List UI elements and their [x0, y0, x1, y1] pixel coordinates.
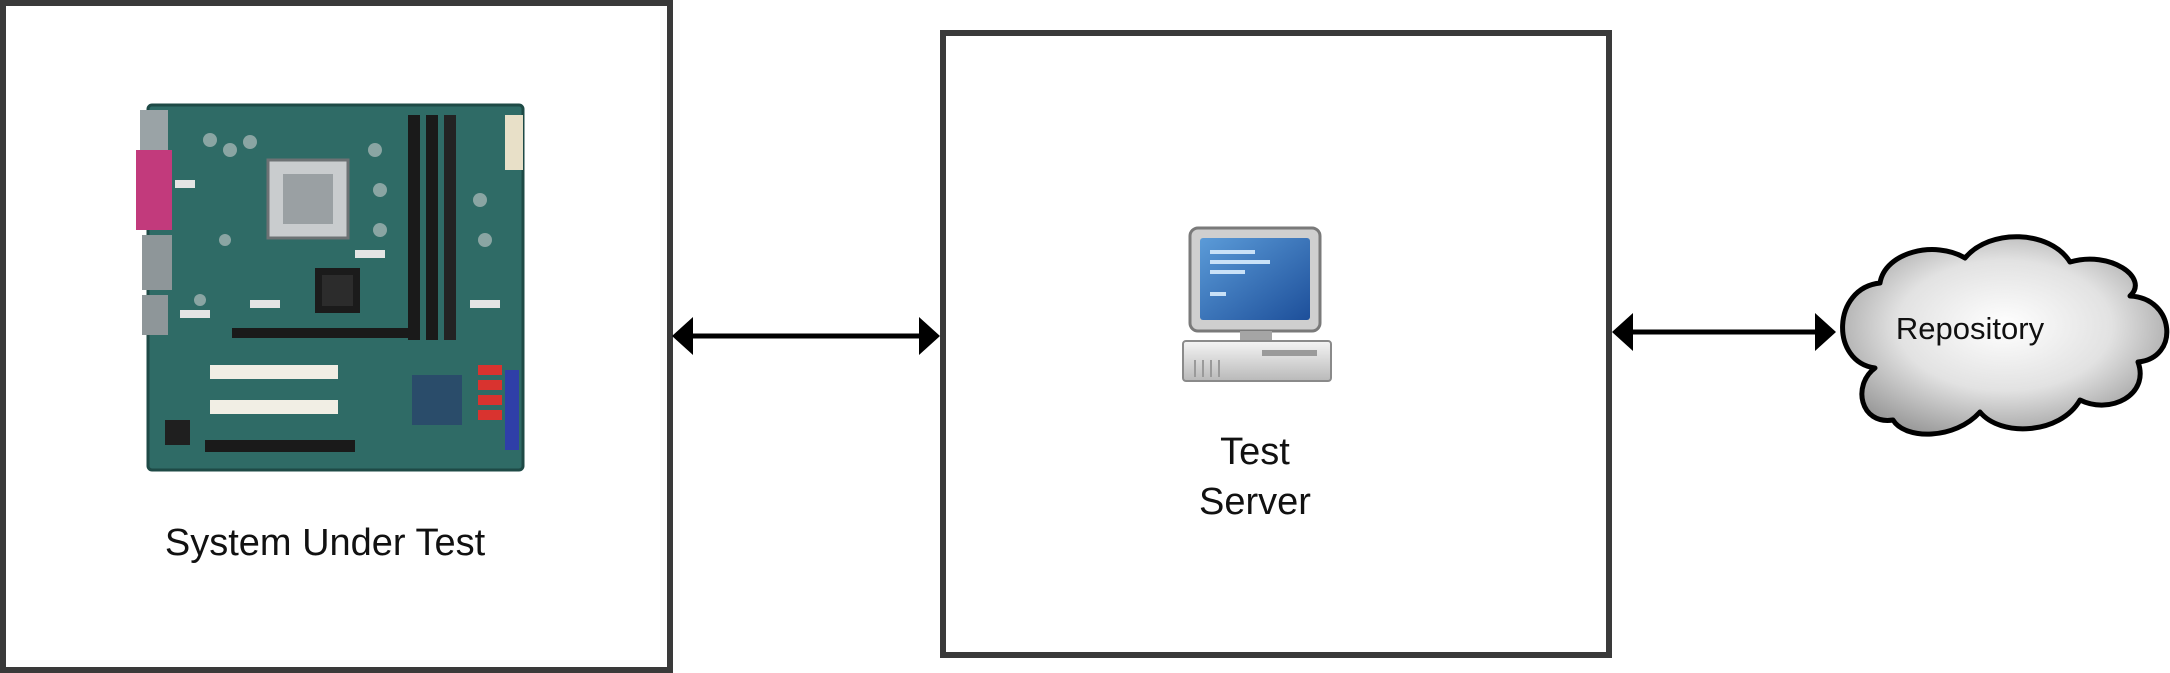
test-server-label: Test Server	[940, 427, 1570, 527]
test-server-label-line2: Server	[1199, 481, 1311, 523]
repository-cloud	[1840, 234, 2170, 437]
arrow-sut-to-server	[672, 317, 940, 355]
arrow-server-to-repository	[1612, 313, 1836, 351]
repository-label: Repository	[1895, 311, 2045, 346]
motherboard-image	[136, 103, 525, 472]
test-server-label-line1: Test	[1220, 431, 1290, 473]
computer-icon	[1182, 226, 1332, 382]
system-under-test-label: System Under Test	[164, 522, 486, 564]
